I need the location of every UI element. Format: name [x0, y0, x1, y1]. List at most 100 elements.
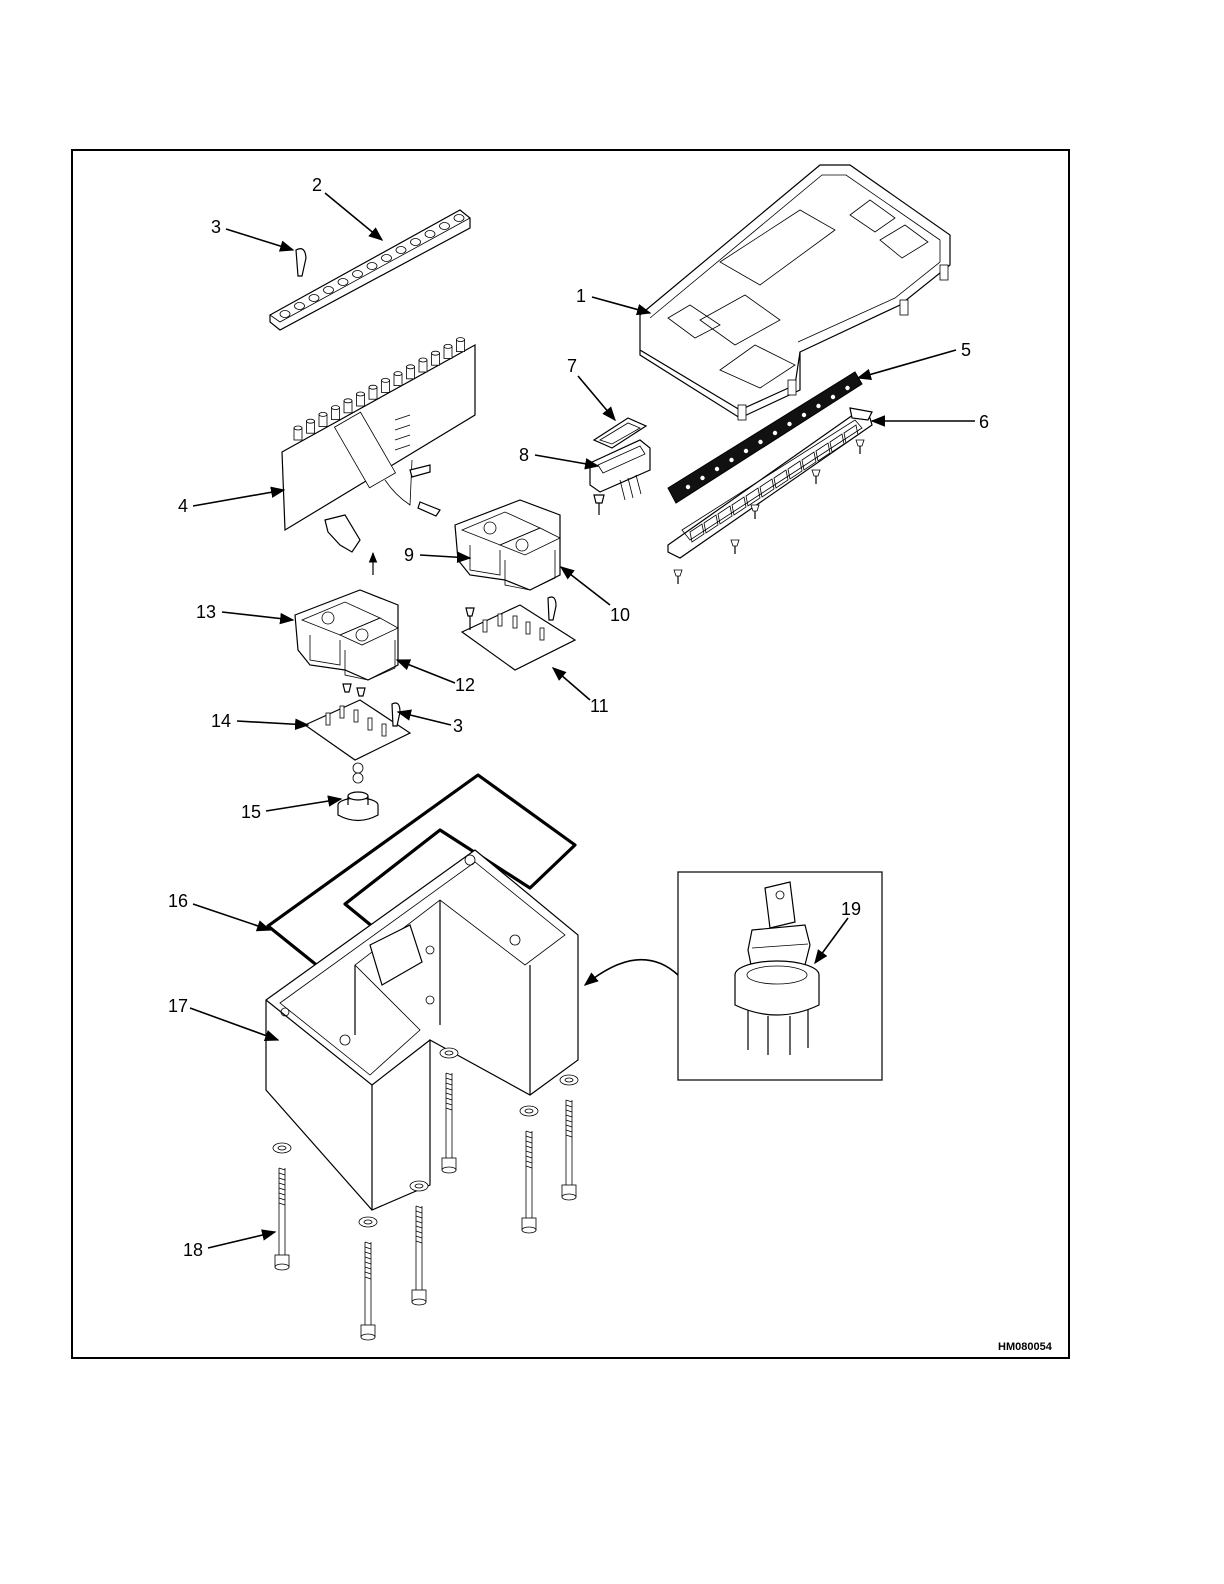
decal-symbol	[831, 395, 835, 399]
connector-post-top	[382, 378, 390, 382]
bolt-thread	[526, 1151, 532, 1153]
board-post	[540, 628, 544, 640]
callout-3-bottom: 3	[453, 716, 463, 736]
part-4-circuit-board	[282, 338, 475, 575]
bolt-thread	[365, 1272, 371, 1274]
bolt-thread	[279, 1183, 285, 1185]
decal-symbol	[700, 476, 704, 480]
decal-symbol	[845, 386, 849, 390]
bolt-thread	[526, 1136, 532, 1138]
callout-5: 5	[961, 340, 971, 360]
bolt-thread	[279, 1168, 285, 1170]
bolt-thread	[446, 1073, 452, 1075]
bolt-thread	[446, 1108, 452, 1110]
decal-symbol	[686, 485, 690, 489]
washer	[410, 1181, 428, 1191]
bolt-thread	[526, 1166, 532, 1168]
bolt-thread	[279, 1198, 285, 1200]
bolt-thread	[279, 1173, 285, 1175]
part-3-clip-top	[296, 249, 306, 276]
washer	[273, 1143, 291, 1153]
board-post	[382, 724, 386, 736]
connector-post-top	[319, 412, 327, 416]
bolt-thread	[416, 1211, 422, 1213]
connector-post-top	[457, 338, 465, 342]
bolt-thread	[279, 1193, 285, 1195]
board-post	[483, 620, 487, 632]
callout-3-top: 3	[211, 217, 221, 237]
callout-6: 6	[979, 412, 989, 432]
part-14-board	[305, 684, 410, 783]
figure-id: HM080054	[998, 1341, 1053, 1353]
bolt-thread	[365, 1242, 371, 1244]
inset-pointer-arrow	[585, 960, 678, 985]
board-post	[368, 718, 372, 730]
bolt-thread	[416, 1231, 422, 1233]
callout-13: 13	[196, 602, 216, 622]
callout-1: 1	[576, 286, 586, 306]
bolt-thread	[279, 1178, 285, 1180]
bolt-head-base	[412, 1299, 426, 1305]
callout-10: 10	[610, 605, 630, 625]
board-post	[513, 616, 517, 628]
connector-post-top	[357, 392, 365, 396]
part-15-buzzer	[338, 792, 378, 821]
part-12-13-gauge-module	[295, 590, 398, 680]
washer	[440, 1048, 458, 1058]
bolt-thread	[566, 1135, 572, 1137]
bolt-thread	[566, 1130, 572, 1132]
connector-post-top	[432, 351, 440, 355]
bolt-thread	[416, 1241, 422, 1243]
bolt-thread	[446, 1103, 452, 1105]
callout-15: 15	[241, 802, 261, 822]
bolt-thread	[416, 1216, 422, 1218]
bolt-thread	[446, 1098, 452, 1100]
callout-8: 8	[519, 445, 529, 465]
callout-9: 9	[404, 545, 414, 565]
bolt-thread	[566, 1110, 572, 1112]
connector-post-top	[344, 399, 352, 403]
bolt-thread	[566, 1120, 572, 1122]
callout-7: 7	[567, 356, 577, 376]
connector-post-top	[307, 419, 315, 423]
washer	[520, 1106, 538, 1116]
bolt-thread	[416, 1236, 422, 1238]
bolt-head-base	[522, 1227, 536, 1233]
callout-12: 12	[455, 675, 475, 695]
callout-labels: 1 2 3 3 4 5 6 7 8 9 10 11 12 13 14 15 16…	[168, 175, 1053, 1353]
screw	[674, 570, 682, 576]
screw	[731, 540, 739, 546]
board-post	[326, 713, 330, 725]
bolt-thread	[446, 1093, 452, 1095]
callout-16: 16	[168, 891, 188, 911]
callout-2: 2	[312, 175, 322, 195]
bolt-thread	[365, 1257, 371, 1259]
board-post	[340, 706, 344, 718]
board-post	[526, 622, 530, 634]
bolt-thread	[566, 1125, 572, 1127]
callout-18: 18	[183, 1240, 203, 1260]
screws-rail	[674, 440, 864, 584]
callout-14: 14	[211, 711, 231, 731]
bolt-thread	[446, 1078, 452, 1080]
callout-11: 11	[590, 696, 609, 716]
connector-post-top	[419, 358, 427, 362]
decal-symbol	[773, 431, 777, 435]
bolt-head-base	[361, 1334, 375, 1340]
bolt-thread	[365, 1247, 371, 1249]
bolt-thread	[526, 1161, 532, 1163]
figure-border	[72, 150, 1069, 1358]
bolt-thread	[526, 1156, 532, 1158]
bolt-thread	[566, 1105, 572, 1107]
connector-post-top	[369, 385, 377, 389]
connector-post-top	[394, 372, 402, 376]
callout-17: 17	[168, 996, 188, 1016]
decal-symbol	[758, 440, 762, 444]
bolt-thread	[526, 1141, 532, 1143]
decal-symbol	[715, 467, 719, 471]
decal-symbol	[787, 422, 791, 426]
bolt-thread	[446, 1088, 452, 1090]
decal-symbol	[744, 449, 748, 453]
bolt-head-base	[562, 1194, 576, 1200]
